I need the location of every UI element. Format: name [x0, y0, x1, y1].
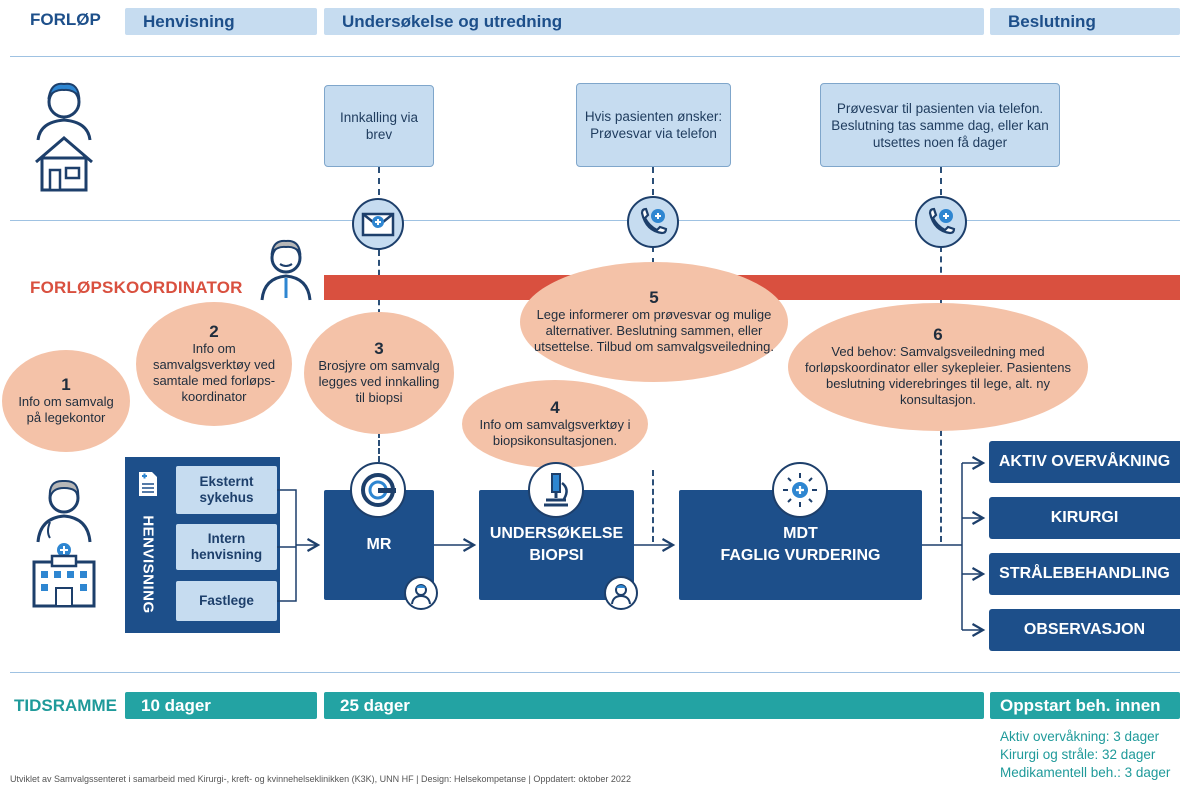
timeframe-treatment: Oppstart beh. innen	[990, 692, 1180, 719]
connector	[940, 430, 942, 542]
step-number: 2	[209, 321, 219, 341]
oval-step-5: 5 Lege informerer om prøvesvar og mulige…	[520, 262, 788, 382]
phase-henvisning: Henvisning	[125, 8, 317, 35]
patient-avatar-icon	[404, 576, 438, 610]
timeframe-detail: Medikamentell beh.: 3 dager	[1000, 765, 1171, 780]
timeframe-detail: Aktiv overvåkning: 3 dager	[1000, 729, 1160, 744]
connector	[378, 432, 380, 462]
connector	[378, 167, 380, 195]
step-number: 1	[61, 374, 71, 394]
mdt-label-2: FAGLIG VURDERING	[720, 547, 881, 564]
step-number: 3	[374, 338, 384, 358]
connector	[652, 470, 654, 542]
doctor-hospital-icon	[28, 476, 100, 616]
phase-undersokelse: Undersøkelse og utredning	[324, 8, 984, 35]
step-number: 6	[933, 324, 943, 344]
referral-gp: Fastlege	[176, 581, 277, 621]
oval-step-4: 4 Info om samvalgsverktøy i biopsikonsul…	[462, 380, 648, 468]
timeframe-label: TIDSRAMME	[14, 696, 117, 715]
letter-icon	[352, 198, 404, 250]
divider-patient	[10, 220, 1180, 221]
step-text: Brosjyre om samvalg legges ved innkallin…	[318, 357, 440, 405]
step-text: Info om samvalgsverktøy i biopsikonsulta…	[479, 416, 631, 448]
connector	[940, 167, 942, 195]
divider-bottom	[10, 672, 1180, 673]
phone-icon	[915, 196, 967, 248]
info-box-phone-optional: Hvis pasienten ønsker: Prøvesvar via tel…	[576, 83, 731, 167]
outcome-radiation: STRÅLEBEHANDLING	[989, 553, 1180, 595]
coordinator-label: FORLØPSKOORDINATOR	[30, 278, 243, 297]
step-text: Info om samvalgsverktøy ved samtale med …	[152, 340, 276, 404]
mr-scanner-icon	[350, 462, 406, 518]
step-text: Info om samvalg på legekontor	[18, 393, 114, 425]
forlop-label: FORLØP	[30, 10, 101, 29]
timeframe-investigation: 25 dager	[324, 692, 984, 719]
oval-step-2: 2 Info om samvalgsverktøy ved samtale me…	[136, 302, 292, 426]
patient-avatar-icon	[604, 576, 638, 610]
connector	[652, 167, 654, 195]
step-number: 4	[550, 397, 560, 417]
oval-step-1: 1 Info om samvalg på legekontor	[2, 350, 130, 452]
divider-top	[10, 56, 1180, 57]
oval-step-3: 3 Brosjyre om samvalg legges ved innkall…	[304, 312, 454, 434]
coordinator-avatar-icon	[258, 236, 314, 309]
outcome-active-surveillance: AKTIV OVERVÅKNING	[989, 441, 1180, 483]
biopsy-label-2: BIOPSI	[529, 547, 584, 564]
phone-icon	[627, 196, 679, 248]
info-box-phone-decision: Prøvesvar til pasienten via telefon. Bes…	[820, 83, 1060, 167]
connector	[652, 246, 654, 264]
timeframe-detail: Kirurgi og stråle: 32 dager	[1000, 747, 1156, 762]
microscope-icon	[528, 462, 584, 518]
outcome-observation: OBSERVASJON	[989, 609, 1180, 651]
patient-home-icon	[30, 78, 98, 198]
step-number: 5	[649, 287, 659, 307]
referral-internal: Intern henvisning	[176, 524, 277, 570]
info-box-letter: Innkalling via brev	[324, 85, 434, 167]
biopsy-label-1: UNDERSØKELSE	[489, 525, 624, 542]
referral-external-hospital: Eksternt sykehus	[176, 466, 277, 514]
step-text: Lege informerer om prøvesvar og mulige a…	[534, 306, 774, 354]
outcome-surgery: KIRURGI	[989, 497, 1180, 539]
mr-label: MR	[366, 536, 392, 553]
mdt-label-1: MDT	[783, 525, 818, 542]
team-icon	[772, 462, 828, 518]
timeframe-referral: 10 dager	[125, 692, 317, 719]
step-text: Ved behov: Samvalgsveiledning med forløp…	[805, 343, 1071, 407]
footer-credits: Utviklet av Samvalgssenteret i samarbeid…	[10, 774, 631, 784]
document-icon	[137, 470, 159, 503]
phase-beslutning: Beslutning	[990, 8, 1180, 35]
oval-step-6: 6 Ved behov: Samvalgsveiledning med forl…	[788, 303, 1088, 431]
